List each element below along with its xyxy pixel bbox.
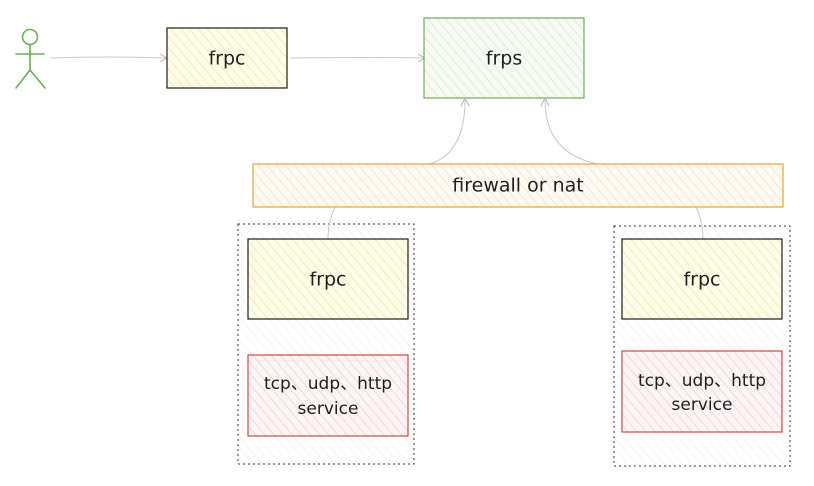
left-frpc-label: frpc: [309, 269, 346, 291]
right-service-line1: tcp、udp、http: [638, 371, 766, 391]
right-service-box: tcp、udp、http service: [621, 350, 783, 433]
firewall-label: firewall or nat: [452, 175, 583, 197]
client-frpc-box: frpc: [166, 27, 288, 89]
left-service-line1: tcp、udp、http: [264, 374, 392, 394]
right-frpc-label: frpc: [683, 269, 720, 291]
right-frpc-box: frpc: [621, 238, 783, 320]
client-frpc-label: frpc: [208, 48, 245, 70]
client-to-server-arrow: [289, 53, 427, 63]
left-service-box: tcp、udp、http service: [247, 354, 409, 437]
left-service-line2: service: [298, 399, 359, 419]
left-frpc-box: frpc: [247, 238, 409, 320]
server-frps-box: frps: [423, 17, 585, 99]
right-service-line2: service: [672, 395, 733, 415]
user-icon: [15, 28, 46, 89]
server-frps-label: frps: [486, 48, 522, 70]
firewall-bar: firewall or nat: [252, 163, 784, 208]
user-to-client-arrow: [49, 53, 169, 63]
